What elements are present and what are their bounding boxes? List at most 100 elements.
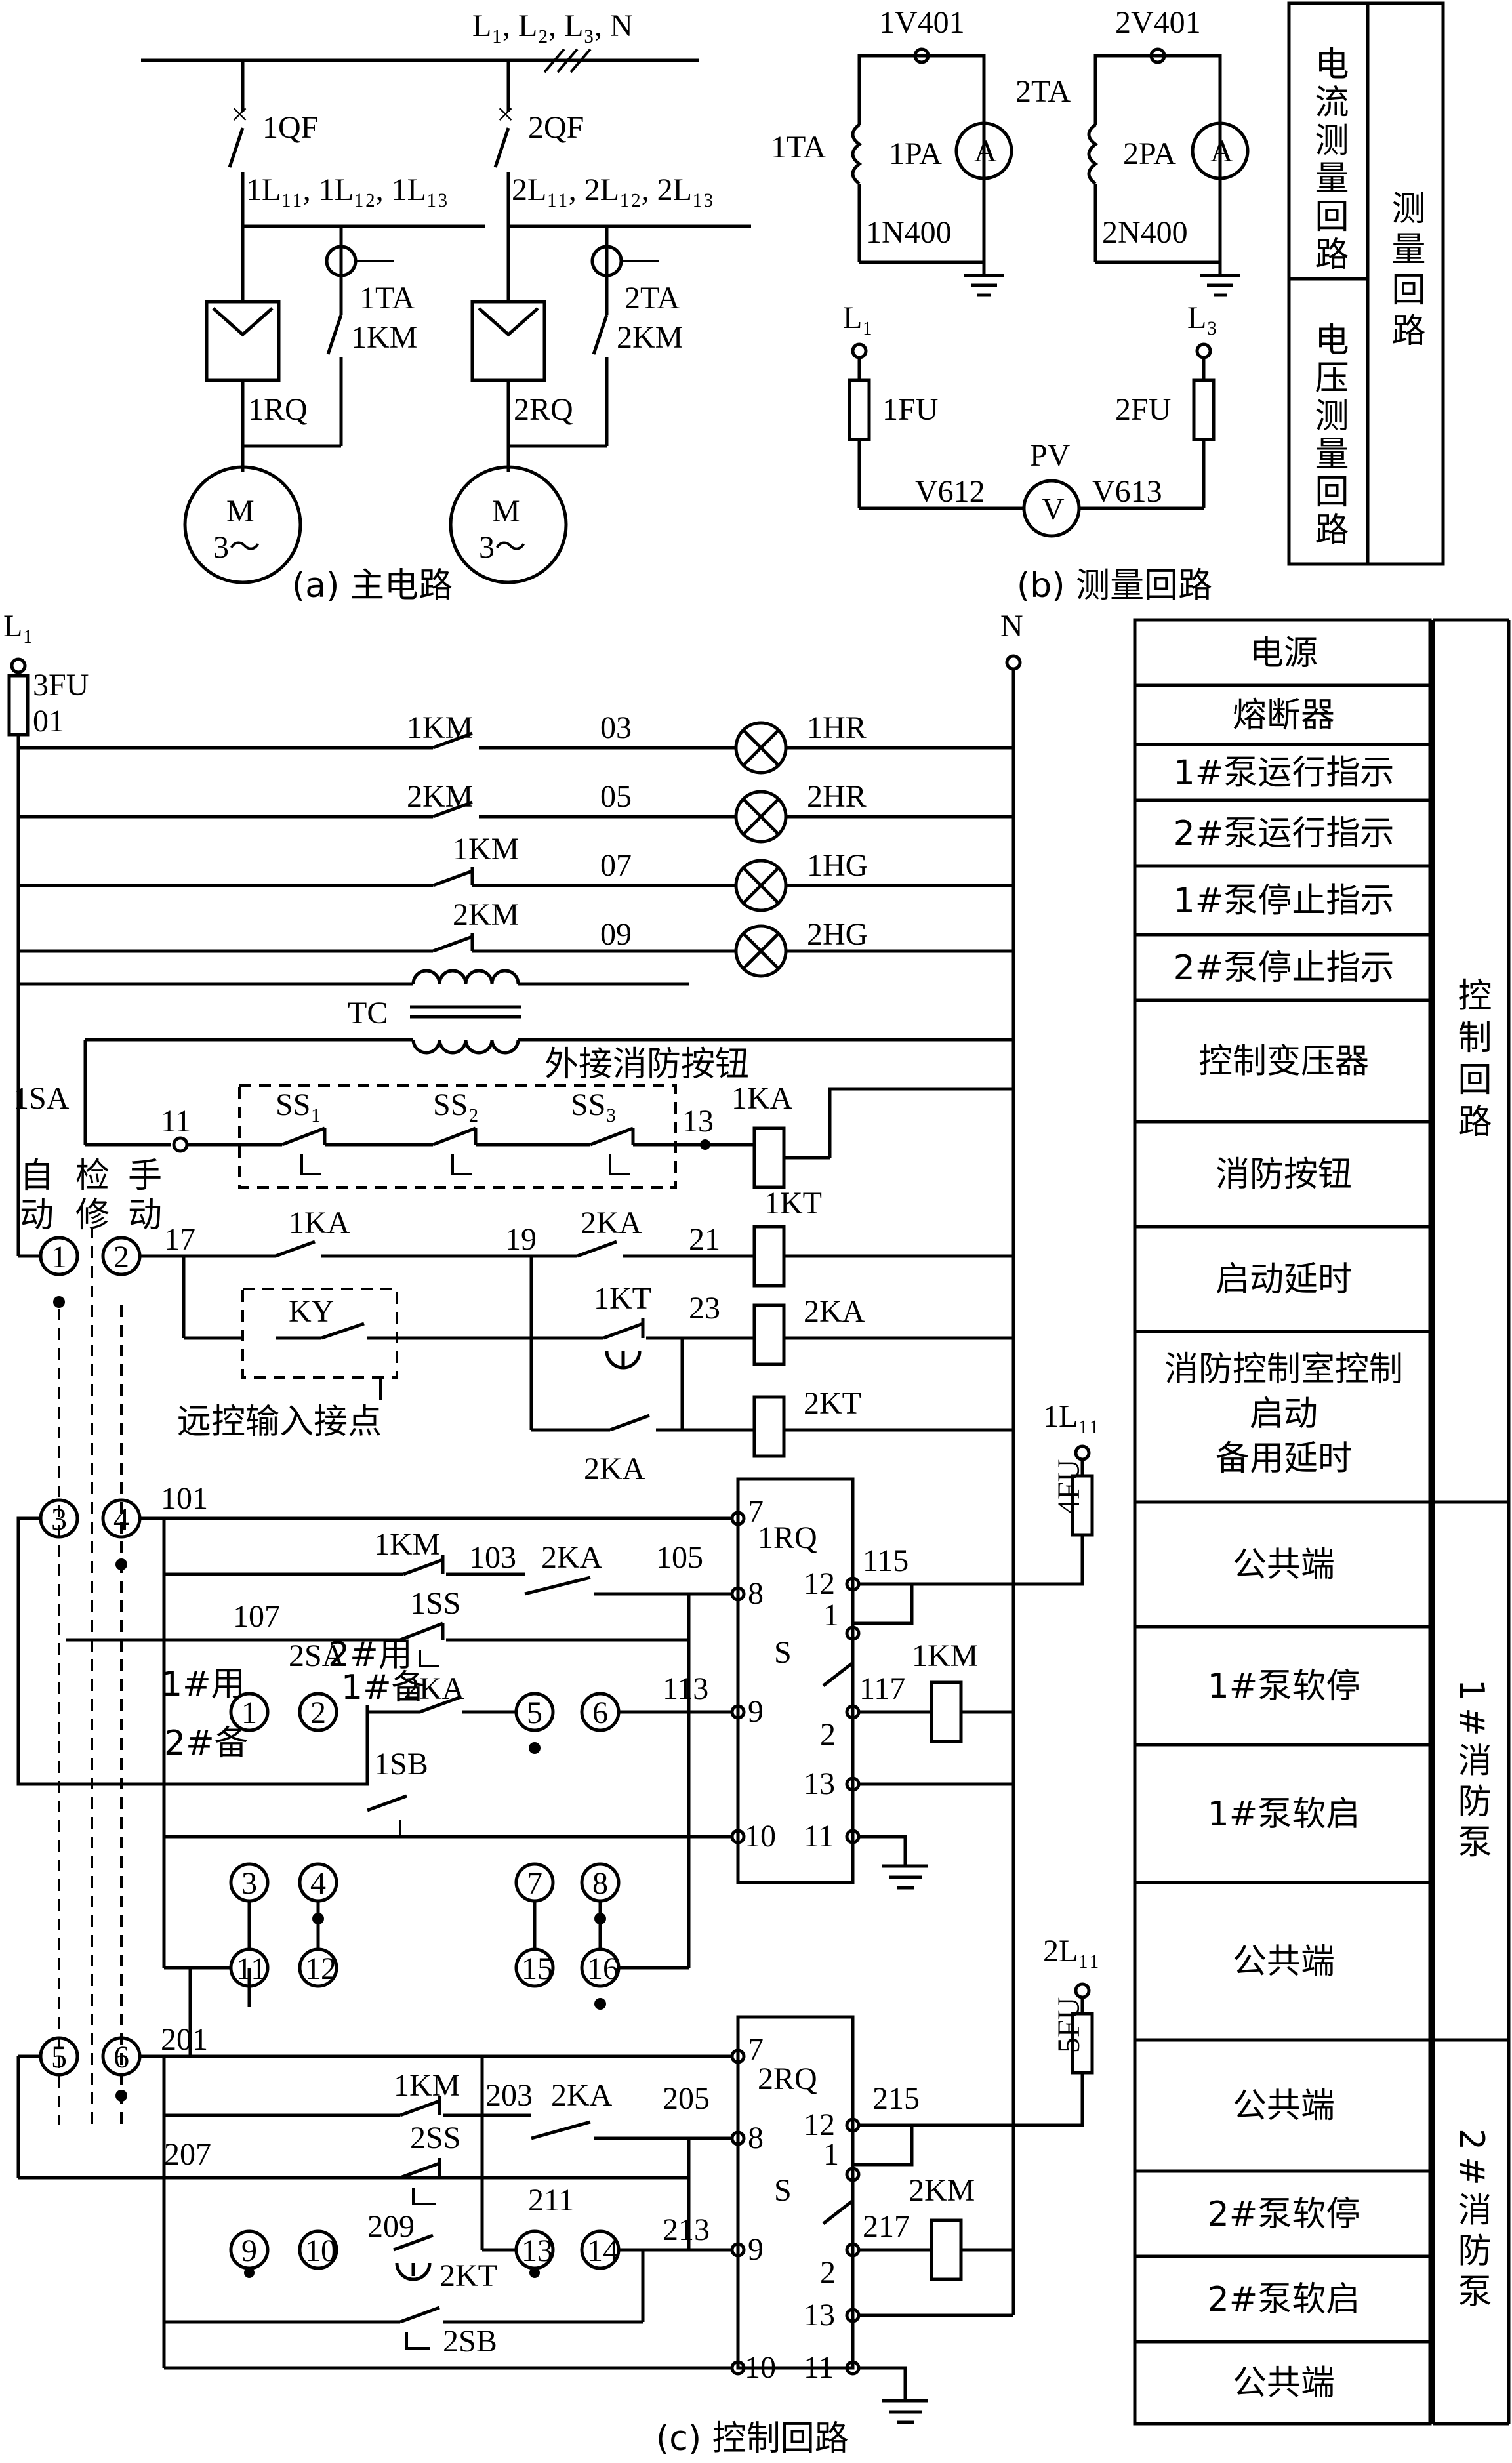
timer-2KT-coil (752, 1395, 786, 1458)
contact-1KM-no-label: 1KM (407, 710, 473, 745)
selector-contact-1b (229, 1692, 270, 1732)
wire-205: 205 (663, 2081, 710, 2116)
motor-1 (183, 465, 302, 584)
rq1-switch-S: S (774, 1635, 792, 1670)
rq2-pin-13: 13 (804, 2298, 835, 2332)
voltmeter-PV (1022, 479, 1081, 538)
selector-contact-12-label: 12 (305, 1951, 337, 1986)
relay-1KA-label: 1KA (731, 1081, 793, 1116)
rq1-pin-12: 12 (804, 1566, 835, 1601)
contact-2KT-label: 2KT (439, 2258, 497, 2293)
contact-2KA-label: 2KA (581, 1206, 642, 1240)
sa2-spare1-label: 1#备 (341, 1668, 426, 1707)
contact-2KA-d-label: 2KA (551, 2078, 613, 2113)
fuse-2FU (1192, 378, 1216, 441)
timer-1KT-label: 1KT (764, 1186, 822, 1221)
relay-1KA-coil (752, 1126, 786, 1189)
sa2-use1-label: 1#用 (161, 1665, 245, 1704)
feeder-1-label: 1L₁₁, 1L₁₂, 1L₁₃ (246, 173, 448, 207)
caption-main: (a) 主电路 (292, 566, 453, 605)
lamp-1HG-label: 1HG (807, 848, 868, 883)
legend-row-15: 公共端 (1233, 2086, 1335, 2126)
button-SS2-label: SS₂ (433, 1088, 479, 1122)
selector-contact-8b-label: 8 (592, 1866, 608, 1901)
breaker-mark: × (231, 97, 249, 132)
button-2SS-label: 2SS (410, 2121, 460, 2155)
legend-row-14: 公共端 (1233, 1942, 1335, 1982)
ct-2TA-label: 2TA (624, 281, 680, 316)
wire-103: 103 (469, 1540, 516, 1575)
switch-2SA-label: 2SA (289, 1639, 345, 1673)
fire-button-group-label: 外接消防按钮 (544, 1045, 749, 1084)
wire-113: 113 (663, 1671, 708, 1706)
selector-contact-15-label: 15 (521, 1951, 553, 1986)
selector-contact-2b-label: 2 (310, 1696, 326, 1730)
wire-11: 11 (161, 1104, 191, 1139)
phase-L1: L₁ (843, 300, 873, 335)
fuse-3FU-label: 3FU (33, 668, 89, 702)
button-1SB-label: 1SB (374, 1747, 428, 1781)
wire-13: 13 (682, 1104, 714, 1139)
wire-01: 01 (33, 704, 64, 739)
contact-2KM-no-label: 2KM (407, 779, 473, 814)
motor-1-phase: 3～ (213, 530, 260, 565)
wire-117: 117 (859, 1671, 905, 1706)
legend-row-17: 2#泵软启 (1208, 2280, 1360, 2319)
remote-contact-KY-label: KY (289, 1294, 334, 1329)
wire-V613: V613 (1092, 474, 1162, 509)
button-2SB-label: 2SB (443, 2324, 497, 2359)
rq1-pin-8: 8 (748, 1576, 764, 1611)
contact-2KA-b-label: 2KA (584, 1452, 645, 1486)
legend-row-7: 控制变压器 (1198, 1042, 1369, 1082)
ammeter-2PA-label: 2PA (1123, 136, 1176, 171)
lamp-1HG (734, 859, 788, 912)
contactor-1KM-label: 1KM (351, 320, 417, 355)
contact-1KM-nc-label: 1KM (453, 832, 519, 866)
fuse-1FU-label: 1FU (882, 392, 938, 427)
sa2-use2-label: 2#用 (328, 1635, 413, 1675)
contact-1KT-label: 1KT (594, 1281, 651, 1316)
legend-group-control: 控制回路 (1452, 977, 1491, 1145)
side-voltage-label: 电压测量回路 (1309, 321, 1348, 550)
rq1-pin-10: 10 (745, 1819, 776, 1854)
ct-1TA-label: 1TA (771, 130, 826, 165)
legend-row-12: 1#泵软停 (1208, 1667, 1360, 1706)
caption-control: (c) 控制回路 (656, 2419, 849, 2458)
ammeter-1PA (954, 121, 1013, 180)
mode-auto: 动 (20, 1196, 54, 1235)
ct-2TA-label: 2TA (1015, 74, 1071, 109)
legend-row-8: 消防按钮 (1216, 1155, 1352, 1194)
fire-buttons-row: 1SA 11 外接消防按钮 SS₁ SS₂ SS₃ 13 1KA (13, 1040, 1013, 1189)
lamp-2HR (734, 790, 788, 844)
wire-107: 107 (233, 1599, 280, 1634)
relay-2KA-coil (752, 1303, 786, 1366)
fuse-4FU-label: 4FU (1052, 1459, 1086, 1515)
wire-213: 213 (663, 2212, 710, 2247)
timer-2KT-label: 2KT (804, 1386, 861, 1421)
contact-1KA-label: 1KA (289, 1206, 350, 1240)
selector-contact-5-label: 5 (51, 2040, 67, 2075)
wire-19: 19 (505, 1222, 537, 1257)
legend-row-9: 启动延时 (1216, 1260, 1352, 1299)
rq1-pin-7: 7 (748, 1494, 764, 1529)
wire-2N400: 2N400 (1102, 215, 1188, 250)
control-transformer-TC: TC (18, 969, 1013, 1055)
contact-1KM-d-label: 1KM (394, 2068, 460, 2103)
selector-contact-6-label: 6 (113, 2040, 129, 2075)
legend-row-6: 2#泵停止指示 (1174, 948, 1395, 988)
remote-contact-label: 远控输入接点 (177, 1402, 382, 1442)
main-circuit: L₁, L₂, L₃, N × 1QF 1L₁₁, 1L₁₂, 1L₁₃ 1TA… (141, 9, 751, 605)
mode-manual: 动 (128, 1196, 162, 1235)
motor-2-phase: 3～ (479, 530, 526, 565)
ct-1TA-label: 1TA (359, 281, 415, 316)
voltmeter-label: PV (1030, 438, 1071, 473)
voltmeter-symbol: V (1042, 492, 1065, 527)
lamp-2HR-label: 2HR (807, 779, 867, 814)
rq2-pin-8: 8 (748, 2121, 764, 2155)
wire-215: 215 (872, 2081, 920, 2116)
phase-L1: L₁ (3, 609, 33, 643)
side-group-label: 测量回路 (1385, 190, 1425, 353)
fuse-2FU-label: 2FU (1115, 392, 1171, 427)
contactor-2KM-coil (930, 2218, 963, 2281)
